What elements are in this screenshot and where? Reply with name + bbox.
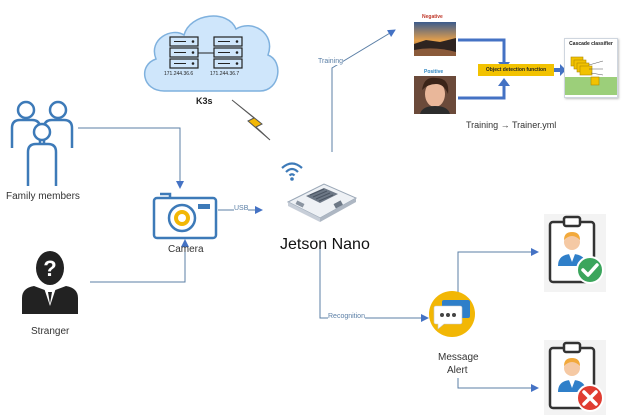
server-ip-left: 171.244.36.6 bbox=[164, 71, 194, 77]
user-approved-icon bbox=[548, 215, 604, 284]
edge-alert-rejected bbox=[457, 378, 539, 392]
training-panel: Negative Positive Object detection funct… bbox=[400, 10, 620, 130]
stranger-label: Stranger bbox=[31, 326, 70, 337]
edge-jetson-training bbox=[331, 29, 396, 152]
message-alert-node bbox=[428, 290, 476, 338]
family-members-node bbox=[6, 98, 78, 190]
cascade-classifier-label: Cascade classifier bbox=[569, 41, 613, 47]
cloud-icon bbox=[143, 15, 279, 92]
k3s-label: K3s bbox=[196, 96, 213, 106]
board-icon bbox=[286, 183, 358, 222]
jetson-nano-board bbox=[284, 170, 358, 226]
cascade-classifier-box: Cascade classifier bbox=[564, 38, 618, 98]
stranger-node: ? bbox=[22, 248, 78, 314]
negative-sample-image bbox=[414, 22, 456, 56]
message-alert-label-line2: Alert bbox=[447, 365, 468, 376]
rejected-clipboard bbox=[544, 340, 606, 415]
camera-label: Camera bbox=[168, 244, 204, 255]
training-caption: Training → Trainer.yml bbox=[466, 120, 557, 130]
camera-node bbox=[152, 188, 218, 240]
usb-label: USB bbox=[234, 205, 249, 212]
server-ip-right: 171.244.36.7 bbox=[210, 71, 240, 77]
positive-sample-image bbox=[414, 76, 456, 114]
positive-label: Positive bbox=[424, 69, 444, 75]
edge-jetson-alert bbox=[319, 245, 429, 322]
message-alert-label-line1: Message bbox=[438, 352, 479, 363]
svg-text:?: ? bbox=[43, 256, 56, 281]
edge-family-camera bbox=[78, 127, 184, 189]
wifi-icon bbox=[280, 160, 304, 182]
server-icon-right bbox=[213, 36, 243, 69]
classifier-icon bbox=[565, 56, 617, 95]
jetson-nano-label: Jetson Nano bbox=[280, 236, 370, 253]
detection-function-box: Object detection function bbox=[478, 64, 554, 76]
training-edge-label: Training bbox=[318, 58, 344, 65]
message-alert-icon bbox=[429, 291, 475, 337]
family-icon bbox=[10, 100, 74, 186]
edge-stranger-camera bbox=[90, 239, 189, 283]
accepted-clipboard bbox=[544, 214, 606, 292]
recognition-edge-label: Recognition bbox=[328, 313, 365, 320]
edge-alert-accepted bbox=[457, 248, 539, 292]
function-arrow-icon bbox=[554, 64, 566, 76]
negative-label: Negative bbox=[422, 14, 443, 20]
camera-icon bbox=[152, 192, 218, 240]
wireless-link-icon bbox=[231, 99, 271, 141]
family-members-label: Family members bbox=[6, 191, 80, 202]
server-icon-left bbox=[169, 36, 199, 69]
user-rejected-icon bbox=[548, 341, 604, 412]
k3s-cloud: 171.244.36.6 171.244.36.7 bbox=[134, 3, 282, 103]
stranger-icon: ? bbox=[22, 251, 78, 314]
